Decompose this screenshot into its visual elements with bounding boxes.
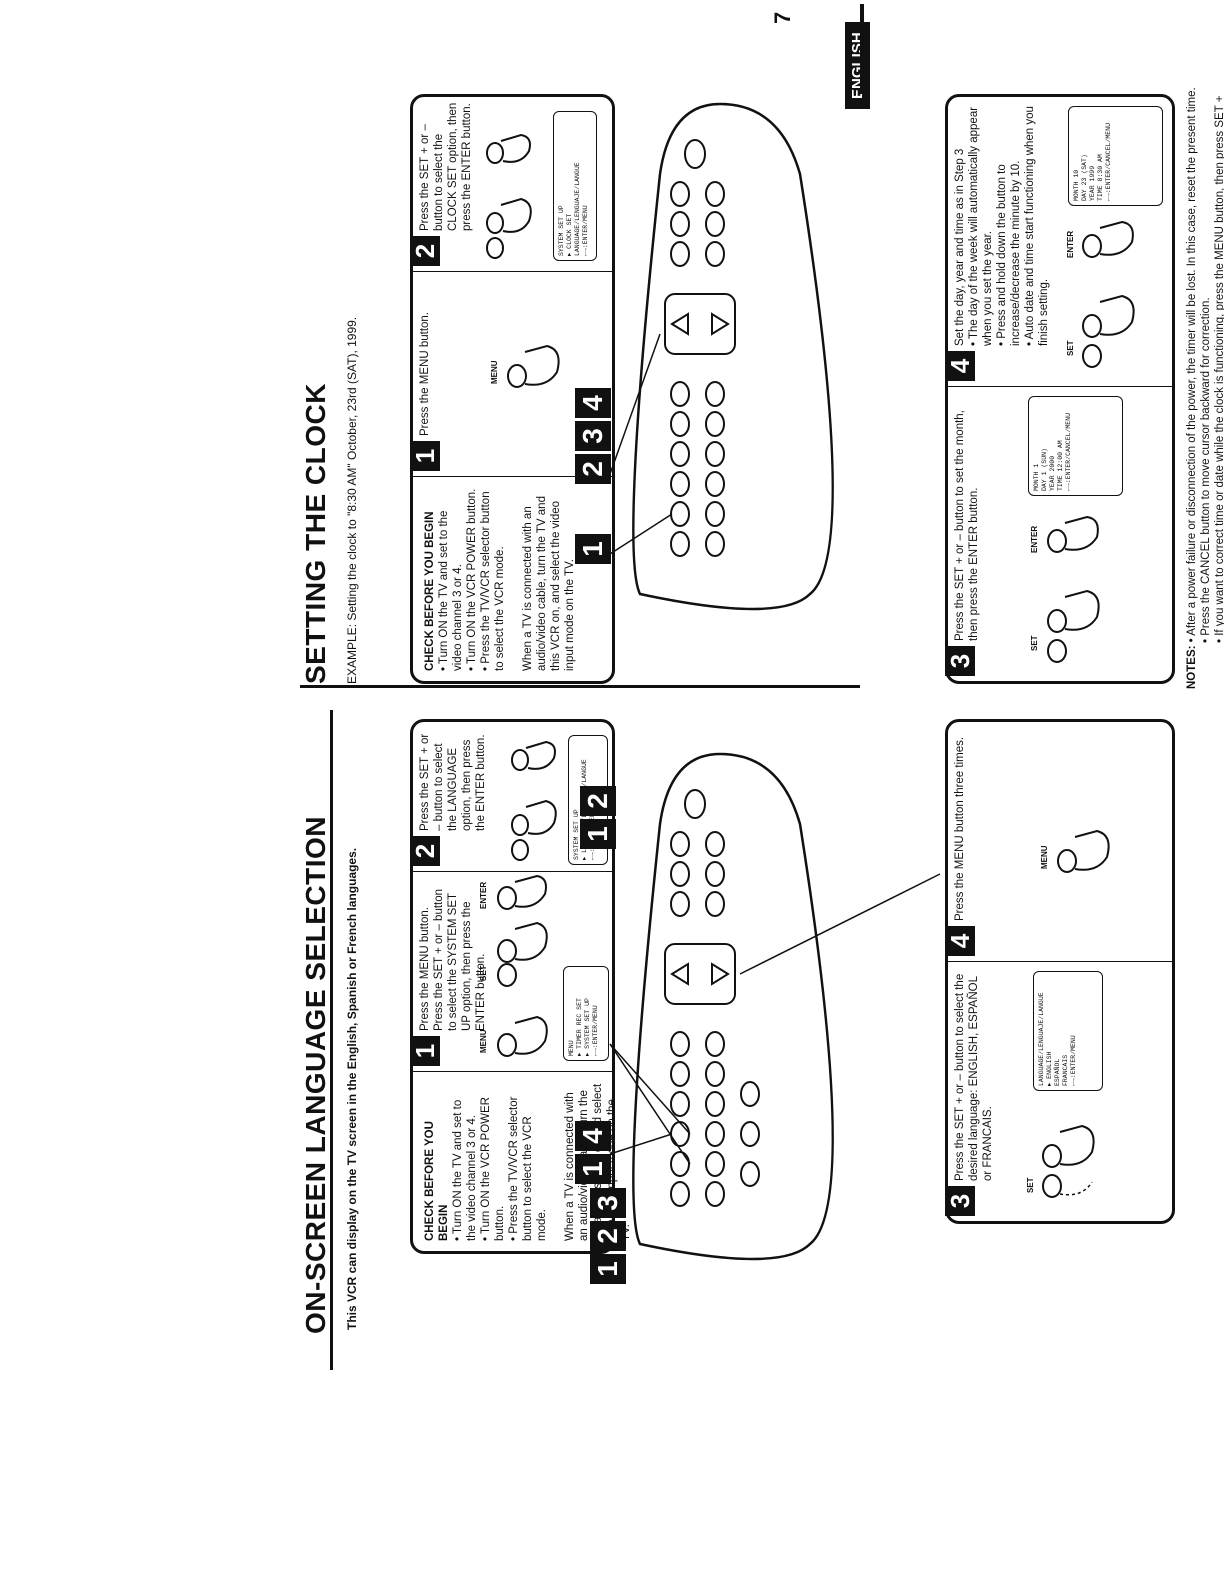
notes-label: NOTES:	[1186, 645, 1198, 689]
page-title-language: ON-SCREEN LANGUAGE SELECTION	[300, 815, 331, 1334]
step-1-panel: 1 Press the MENU button. Press the SET +…	[410, 871, 612, 1071]
step-1-panel: 1 Press the MENU button. MENU	[410, 271, 612, 476]
av-note: When a TV is connected with an audio/vid…	[522, 496, 576, 671]
step-text: Press the SET + or – button to select th…	[954, 973, 994, 1181]
hand-press-icon	[507, 344, 560, 388]
english-tab: ENGLISH	[845, 22, 870, 109]
section-divider	[300, 685, 860, 688]
page-title-clock: SETTING THE CLOCK	[300, 383, 331, 684]
step-number: 2	[410, 836, 440, 866]
step-text: Press the SET + or – button to select th…	[419, 733, 487, 831]
clock-top-panel: CHECK BEFORE YOU BEGIN • Turn ON the TV …	[410, 94, 615, 684]
check-panel: CHECK BEFORE YOU BEGIN • Turn ON the TV …	[413, 476, 612, 681]
step-3-panel: 3 Press the SET + or – button to select …	[945, 961, 1172, 1221]
notes-block: NOTES: • After a power failure or discon…	[1185, 29, 1224, 689]
hand-press-icon	[511, 740, 557, 861]
note-item: • After a power failure or disconnection…	[1186, 87, 1198, 643]
language-top-panel: CHECK BEFORE YOU BEGIN • Turn ON the TV …	[410, 719, 632, 1254]
check-heading: CHECK BEFORE YOU BEGIN	[424, 1121, 450, 1241]
set-label: SET	[1030, 635, 1039, 651]
step-text: Press the SET + or – button to set the m…	[954, 410, 980, 641]
remote-control-illustration	[609, 102, 834, 611]
step-text: Press the MENU button. Press the SET + o…	[419, 888, 487, 1031]
step-2-panel: 2 Press the SET + or – button to select …	[410, 722, 612, 871]
step-text: Press the SET + or – button to select th…	[419, 102, 473, 231]
step-number: 3	[945, 646, 975, 676]
hand-press-icon	[1042, 1124, 1095, 1198]
step-2-panel: 2 Press the SET + or – button to select …	[410, 97, 612, 271]
tv-screen-menu: MENU▸ TIMER REC SET▸ SYSTEM SET UP←→:ENT…	[563, 966, 609, 1061]
enter-label: ENTER	[1066, 230, 1075, 258]
note-item: • Press the CANCEL button to move cursor…	[1200, 297, 1212, 643]
enter-label: ENTER	[1030, 525, 1039, 553]
step-number: 3	[945, 1186, 975, 1216]
set-label: SET	[479, 965, 488, 981]
menu-label: MENU	[490, 360, 499, 384]
language-subtitle: This VCR can display on the TV screen in…	[345, 847, 359, 1330]
check-item: • Turn ON the TV and set to the video ch…	[438, 510, 464, 671]
footer-rule	[860, 4, 864, 94]
step-number: 4	[945, 926, 975, 956]
remote-control-illustration	[609, 752, 941, 1261]
check-heading: CHECK BEFORE YOU BEGIN	[424, 511, 436, 671]
step-number: 2	[410, 236, 440, 266]
hand-press-icon	[497, 874, 548, 1057]
title-rule-left	[330, 710, 333, 1370]
check-item: • Turn ON the VCR POWER button.	[466, 488, 478, 671]
step-number: 4	[945, 351, 975, 381]
language-bottom-panel: 3 Press the SET + or – button to select …	[945, 719, 1175, 1224]
menu-label: MENU	[479, 1029, 488, 1053]
step-text: Press the MENU button three times.	[954, 736, 966, 921]
step-number: 1	[410, 441, 440, 471]
menu-label: MENU	[1040, 845, 1049, 869]
check-item: • Press the TV/VCR selector button to se…	[508, 1096, 548, 1241]
hand-press-icon	[486, 133, 532, 259]
step-4-panel: 4 Set the day, year and time as in Step …	[945, 97, 1172, 386]
note-item: • If you want to correct time or date wh…	[1214, 96, 1224, 643]
hand-press-icon	[1057, 829, 1110, 873]
step-number: 1	[410, 1036, 440, 1066]
clock-bottom-panel: 3 Press the SET + or – button to set the…	[945, 94, 1175, 684]
clock-example: EXAMPLE: Setting the clock to "8:30 AM" …	[345, 316, 359, 684]
set-label: SET	[1066, 340, 1075, 356]
step-text: Set the day, year and time as in Step 3 …	[954, 106, 1050, 346]
hand-press-icon	[1082, 220, 1135, 368]
check-item: • Press the TV/VCR selector button to se…	[480, 491, 506, 671]
page-number: 7	[770, 11, 795, 24]
check-item: • Turn ON the TV and set to the video ch…	[452, 1099, 478, 1241]
callout-1: 1	[575, 534, 611, 564]
hand-press-icon	[1047, 515, 1100, 663]
check-item: • Turn ON the VCR POWER button.	[480, 1097, 506, 1241]
step-3-panel: 3 Press the SET + or – button to set the…	[945, 386, 1172, 681]
step-text: Press the MENU button.	[419, 312, 431, 436]
enter-label: ENTER	[479, 881, 488, 909]
set-label: SET	[1026, 1177, 1035, 1193]
step-4-panel: 4 Press the MENU button three times. MEN…	[945, 722, 1172, 961]
